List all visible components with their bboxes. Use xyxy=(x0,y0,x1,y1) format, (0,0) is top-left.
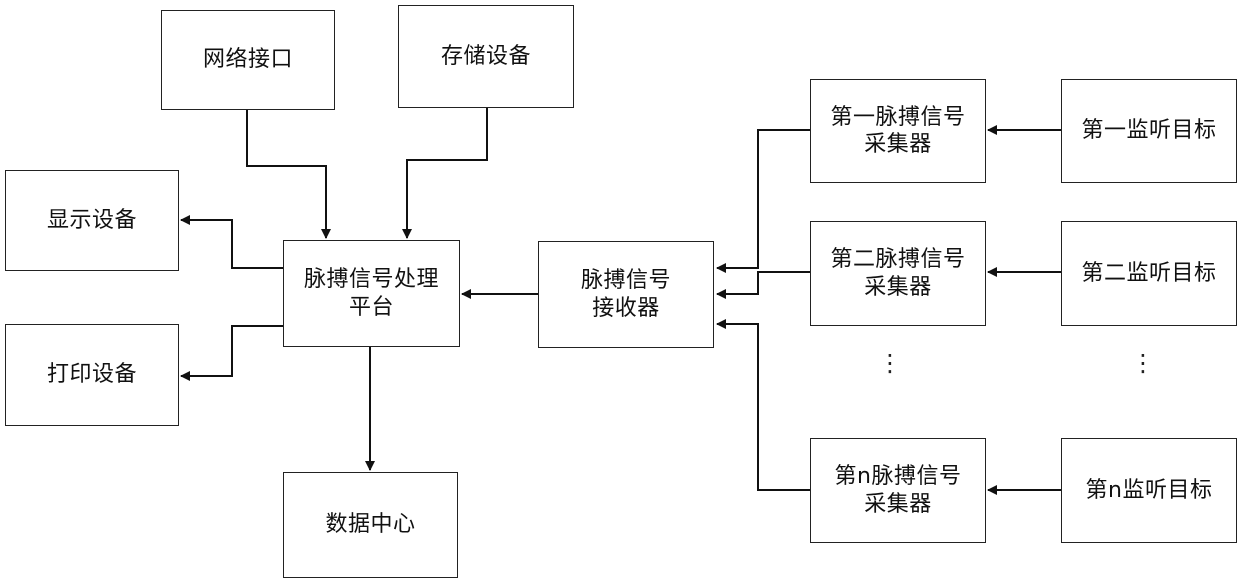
processing-platform-label-line1: 脉搏信号处理 xyxy=(304,266,439,294)
collector-n-box: 第n脉搏信号 采集器 xyxy=(810,438,986,543)
processing-platform-box: 脉搏信号处理 平台 xyxy=(283,240,460,347)
arrow-storage-to-platform xyxy=(407,108,487,238)
arrow-platform-to-print xyxy=(181,326,283,376)
processing-platform-label-line2: 平台 xyxy=(349,294,394,322)
network-interface-box: 网络接口 xyxy=(161,10,335,110)
receiver-label-line1: 脉搏信号 xyxy=(581,267,671,295)
receiver-label-line2: 接收器 xyxy=(592,295,660,323)
storage-device-label: 存储设备 xyxy=(441,43,531,71)
target-1-label: 第一监听目标 xyxy=(1081,117,1216,145)
data-center-box: 数据中心 xyxy=(283,472,458,578)
targets-ellipsis-glyph: ⋮ xyxy=(1131,349,1155,377)
collector-1-label-line2: 采集器 xyxy=(864,131,932,159)
data-center-label: 数据中心 xyxy=(325,511,415,539)
display-device-label: 显示设备 xyxy=(47,207,137,235)
target-2-label: 第二监听目标 xyxy=(1081,260,1216,288)
arrow-platform-to-display xyxy=(181,220,283,268)
collector-2-label-line1: 第二脉搏信号 xyxy=(830,246,965,274)
collector-2-label-line2: 采集器 xyxy=(864,274,932,302)
print-device-label: 打印设备 xyxy=(47,361,137,389)
target-n-box: 第n监听目标 xyxy=(1061,438,1237,543)
collector-n-label-line1: 第n脉搏信号 xyxy=(835,463,962,491)
arrow-network-to-platform xyxy=(247,110,326,238)
collectors-ellipsis: ⋮ xyxy=(878,358,898,398)
display-device-box: 显示设备 xyxy=(5,170,179,271)
collector-1-box: 第一脉搏信号 采集器 xyxy=(810,79,986,183)
collector-2-box: 第二脉搏信号 采集器 xyxy=(810,221,986,326)
receiver-box: 脉搏信号 接收器 xyxy=(538,241,714,348)
target-2-box: 第二监听目标 xyxy=(1061,221,1237,326)
storage-device-box: 存储设备 xyxy=(398,5,574,108)
print-device-box: 打印设备 xyxy=(5,324,179,426)
arrow-collector1-to-receiver xyxy=(717,130,810,268)
arrow-collectorn-to-receiver xyxy=(717,324,810,490)
collectors-ellipsis-glyph: ⋮ xyxy=(878,349,902,377)
targets-ellipsis: ⋮ xyxy=(1131,358,1151,398)
target-1-box: 第一监听目标 xyxy=(1061,79,1237,183)
collector-n-label-line2: 采集器 xyxy=(864,491,932,519)
network-interface-label: 网络接口 xyxy=(203,46,293,74)
collector-1-label-line1: 第一脉搏信号 xyxy=(830,104,965,132)
arrow-collector2-to-receiver xyxy=(717,272,810,294)
target-n-label: 第n监听目标 xyxy=(1086,477,1213,505)
